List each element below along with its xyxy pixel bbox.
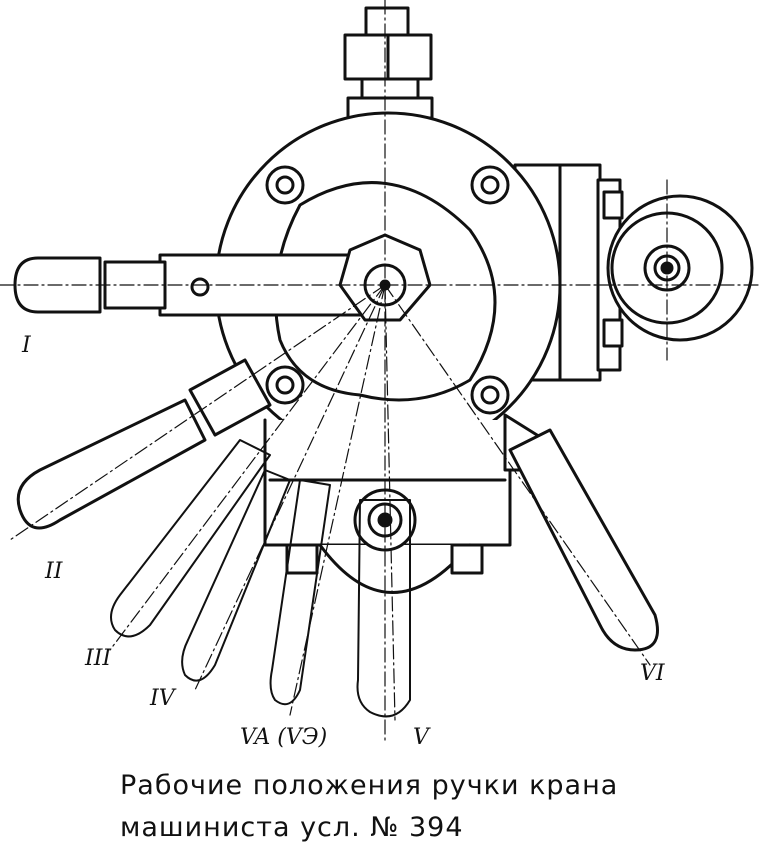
handle-position-II bbox=[16, 358, 272, 530]
bolt-top-right bbox=[470, 165, 510, 205]
label-position-VI: VI bbox=[640, 661, 666, 686]
caption-line-2: машиниста усл. № 394 bbox=[120, 812, 464, 843]
handle-ghost-positions bbox=[110, 439, 411, 718]
handle-position-III bbox=[110, 439, 271, 638]
label-position-V: V bbox=[413, 725, 431, 750]
handle-position-VA bbox=[269, 479, 331, 706]
bolt-bottom-right bbox=[470, 375, 510, 415]
label-position-III: III bbox=[84, 646, 112, 671]
handle-position-IV bbox=[181, 469, 291, 682]
label-position-IV: IV bbox=[149, 686, 177, 711]
label-position-VA: VA (VЭ) bbox=[240, 725, 327, 750]
bolt-top-left bbox=[265, 165, 305, 205]
bolt-bottom-left bbox=[265, 365, 305, 405]
label-position-I: I bbox=[21, 333, 32, 358]
label-position-II: II bbox=[44, 559, 64, 584]
crane-handle-diagram: I II III IV VA (VЭ) V VI bbox=[0, 0, 761, 750]
bottom-bracket bbox=[263, 418, 512, 594]
top-nut bbox=[343, 6, 434, 120]
handle-position-V bbox=[356, 499, 411, 718]
mounting-bolts bbox=[265, 165, 510, 415]
caption-line-1: Рабочие положения ручки крана bbox=[120, 770, 619, 801]
centre-lines bbox=[0, 0, 761, 741]
handle-position-VI bbox=[503, 413, 659, 652]
